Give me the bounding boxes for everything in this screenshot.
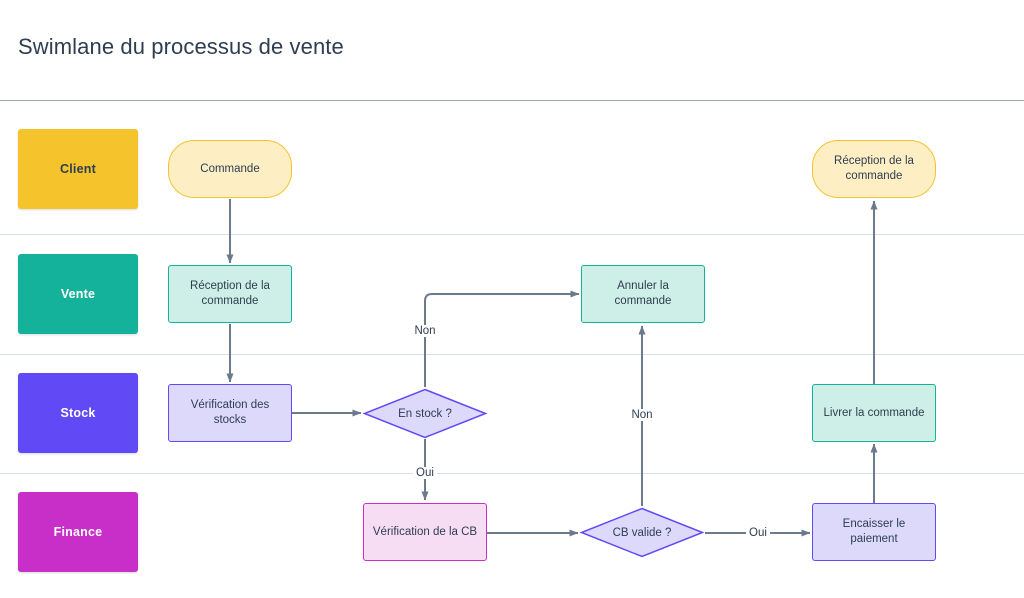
node-en-stock[interactable]: En stock ? xyxy=(362,388,488,439)
lane-chip-stock-label: Stock xyxy=(60,406,96,420)
swimlane-canvas: Client Vente Stock Finance Commande Réce… xyxy=(0,101,1024,598)
edge-label-en-stock-non: Non xyxy=(411,325,439,337)
node-verification-cb[interactable]: Vérification de la CB xyxy=(363,503,487,561)
edge-label-cb-valide-non: Non xyxy=(628,409,656,421)
node-annuler-commande[interactable]: Annuler la commande xyxy=(581,265,705,323)
lane-chip-vente-label: Vente xyxy=(60,287,96,301)
node-reception-finale-label: Réception de la commande xyxy=(834,155,914,182)
edge-label-cb-valide-oui: Oui xyxy=(746,527,770,539)
lane-chip-finance-label: Finance xyxy=(53,525,103,539)
diamond-shape-cb-valide xyxy=(579,507,705,558)
node-annuler-commande-label: Annuler la commande xyxy=(614,280,672,307)
lane-chip-client[interactable]: Client xyxy=(18,129,138,209)
node-reception-finale[interactable]: Réception de la commande xyxy=(812,140,936,198)
page-header: Swimlane du processus de vente xyxy=(0,0,1024,100)
lane-chip-vente[interactable]: Vente xyxy=(18,254,138,334)
node-livrer-commande[interactable]: Livrer la commande xyxy=(812,384,936,442)
node-encaisser-paiement-label: Encaisser le paiement xyxy=(842,518,906,545)
lane-divider-vente-stock xyxy=(0,354,1024,355)
node-verification-cb-label: Vérification de la CB xyxy=(372,525,478,538)
node-livrer-commande-label: Livrer la commande xyxy=(823,406,925,419)
lane-chip-stock[interactable]: Stock xyxy=(18,373,138,453)
node-verification-stocks-label: Vérification des stocks xyxy=(190,399,270,426)
diamond-shape-en-stock xyxy=(362,388,488,439)
lane-divider-stock-finance xyxy=(0,473,1024,474)
edge-label-en-stock-oui: Oui xyxy=(413,467,437,479)
node-encaisser-paiement[interactable]: Encaisser le paiement xyxy=(812,503,936,561)
lane-divider-client-vente xyxy=(0,234,1024,235)
lane-chip-finance[interactable]: Finance xyxy=(18,492,138,572)
node-verification-stocks[interactable]: Vérification des stocks xyxy=(168,384,292,442)
header-divider xyxy=(0,100,1024,101)
node-cb-valide[interactable]: CB valide ? xyxy=(579,507,705,558)
node-reception-commande[interactable]: Réception de la commande xyxy=(168,265,292,323)
page-title: Swimlane du processus de vente xyxy=(18,34,344,59)
node-commande-label: Commande xyxy=(200,162,260,175)
node-commande[interactable]: Commande xyxy=(168,140,292,198)
lane-chip-client-label: Client xyxy=(60,162,96,176)
node-reception-commande-label: Réception de la commande xyxy=(190,280,270,307)
